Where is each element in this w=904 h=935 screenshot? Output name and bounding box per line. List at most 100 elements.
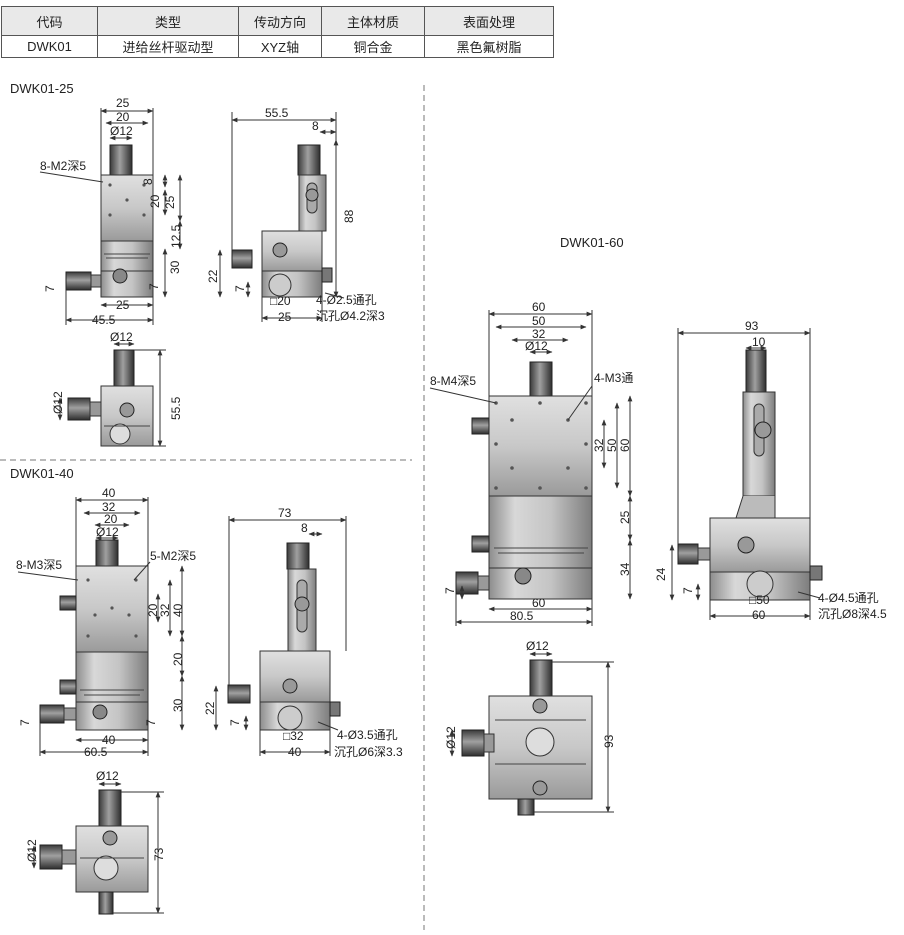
dim-7-right: 7: [147, 283, 161, 290]
dwk40-side-labels: 73 8 22 7 □32 40 4-Ø3.5通孔 沉孔Ø6深3.3: [203, 506, 403, 759]
dim-7-side: 7: [681, 587, 695, 594]
dwk40-side-dims: [213, 516, 347, 756]
dim-8: 8: [141, 178, 155, 185]
dim-7: 7: [443, 587, 457, 594]
dim-20v-lower: 20: [171, 652, 185, 666]
dwk25-side-view: [231, 144, 333, 298]
dwk60-plan-labels: Ø12 Ø12 93: [444, 639, 616, 749]
hole-note-2: 沉孔Ø8深4.5: [818, 607, 887, 621]
dim-12-5: 12.5: [169, 224, 183, 248]
spec-table: 代码 类型 传动方向 主体材质 表面处理 DWK01 进给丝杆驱动型 XYZ轴 …: [1, 6, 554, 58]
cell-direction: XYZ轴: [238, 35, 322, 58]
dwk25-side-dims: [217, 112, 345, 322]
thread-note-left: 8-M4深5: [430, 374, 476, 388]
dim-93-plan: 93: [602, 734, 616, 748]
dim-d12-plan-top: Ø12: [110, 330, 133, 344]
dim-88: 88: [342, 209, 356, 223]
dim-73: 73: [278, 506, 292, 520]
dim-40-side: 40: [288, 745, 302, 759]
dwk60-front-labels: 60 50 32 Ø12 8-M4深5 4-M3通 32 50 60 25 34…: [430, 300, 633, 623]
thread-note: 8-M2深5: [40, 159, 86, 173]
dim-sq32: □32: [283, 729, 304, 743]
cell-surface: 黑色氟树脂: [424, 35, 554, 58]
dim-25-top: 25: [116, 96, 130, 110]
dim-80-5: 80.5: [510, 609, 534, 623]
dim-32v: 32: [158, 603, 172, 617]
dim-22: 22: [206, 269, 220, 283]
dim-30: 30: [168, 260, 182, 274]
dwk40-plan-dims: [31, 781, 164, 914]
dim-25v: 25: [163, 195, 177, 209]
dim-32v: 32: [592, 438, 606, 452]
dim-20-top: 20: [116, 110, 130, 124]
dwk60-side-view: [677, 349, 823, 601]
dim-30: 30: [171, 698, 185, 712]
dim-d12-top: Ø12: [110, 124, 133, 138]
title-dwk01-25: DWK01-25: [10, 81, 74, 96]
dim-7-side: 7: [233, 285, 247, 292]
dim-sq50: □50: [749, 593, 770, 607]
dim-45-5: 45.5: [92, 313, 116, 327]
dwk60-front-dims: [429, 310, 633, 626]
hole-note-1: 4-Ø2.5通孔: [316, 293, 377, 307]
dwk40-plan-view: [39, 789, 149, 915]
hole-note-1: 4-Ø3.5通孔: [337, 728, 398, 742]
dim-22: 22: [203, 701, 217, 715]
dim-60-top: 60: [532, 300, 546, 314]
dim-60-5: 60.5: [84, 745, 108, 759]
dwk25-plan-view: [67, 349, 154, 447]
cell-type: 进给丝杆驱动型: [97, 35, 239, 58]
dim-7-left: 7: [43, 285, 57, 292]
thread-note-left: 8-M3深5: [16, 558, 62, 572]
dim-7-side: 7: [228, 719, 242, 726]
dwk25-front-view: [65, 144, 154, 298]
dim-20-top: 20: [104, 512, 118, 526]
dim-25-side: 25: [278, 310, 292, 324]
col-material: 主体材质: [321, 6, 425, 36]
dim-8-side: 8: [312, 119, 319, 133]
dim-34v: 34: [618, 562, 632, 576]
dwk60-side-labels: 93 10 24 7 □50 60 4-Ø4.5通孔 沉孔Ø8深4.5: [654, 319, 887, 622]
thread-note-right: 4-M3通: [594, 371, 633, 385]
dim-d12-plan-left: Ø12: [51, 391, 65, 414]
dwk60-front-view: [455, 361, 593, 600]
dim-50-top: 50: [532, 314, 546, 328]
dwk25-side-labels: 55.5 8 88 22 7 □20 25 4-Ø2.5通孔 沉孔Ø4.2深3: [206, 106, 385, 324]
hole-note-2: 沉孔Ø4.2深3: [316, 309, 385, 323]
dim-32-top: 32: [532, 327, 546, 341]
dim-d12-plan-left: Ø12: [25, 839, 39, 862]
dim-32-top: 32: [102, 500, 116, 514]
dim-20v: 20: [148, 194, 162, 208]
dim-24: 24: [654, 567, 668, 581]
dim-10: 10: [752, 335, 766, 349]
dim-93: 93: [745, 319, 759, 333]
dim-60-bottom: 60: [532, 596, 546, 610]
dwk60-plan-dims: [449, 651, 614, 813]
thread-note-right: 5-M2深5: [150, 549, 196, 563]
dim-55-5-plan: 55.5: [169, 396, 183, 420]
dim-55-5: 55.5: [265, 106, 289, 120]
dwk40-front-labels: 40 32 20 Ø12 8-M3深5 5-M2深5 20 32 40 20 3…: [16, 486, 196, 759]
dim-sq20: □20: [270, 294, 291, 308]
dim-d12-plan-top: Ø12: [526, 639, 549, 653]
hole-note-1: 4-Ø4.5通孔: [818, 591, 879, 605]
col-code: 代码: [1, 6, 98, 36]
dwk25-front-labels: 25 20 Ø12 8-M2深5 8 20 25 12.5 30 7 7 25 …: [40, 96, 183, 327]
dim-25v: 25: [618, 510, 632, 524]
dim-d12-plan-left: Ø12: [444, 726, 458, 749]
dim-8-side: 8: [301, 521, 308, 535]
dim-40v: 40: [171, 603, 185, 617]
dim-d12-top: Ø12: [96, 525, 119, 539]
dwk40-side-view: [227, 542, 341, 731]
dwk25-plan-labels: Ø12 Ø12 55.5: [51, 330, 183, 420]
title-dwk01-60: DWK01-60: [560, 235, 624, 250]
dim-20v: 20: [146, 603, 160, 617]
cell-code: DWK01: [1, 35, 98, 58]
cell-material: 铜合金: [321, 35, 425, 58]
dim-7-right: 7: [144, 719, 158, 726]
dim-40-bottom: 40: [102, 733, 116, 747]
dwk40-front-dims: [17, 497, 185, 756]
dim-73-plan: 73: [152, 847, 166, 861]
spec-data-row: DWK01 进给丝杆驱动型 XYZ轴 铜合金 黑色氟树脂: [1, 35, 554, 58]
